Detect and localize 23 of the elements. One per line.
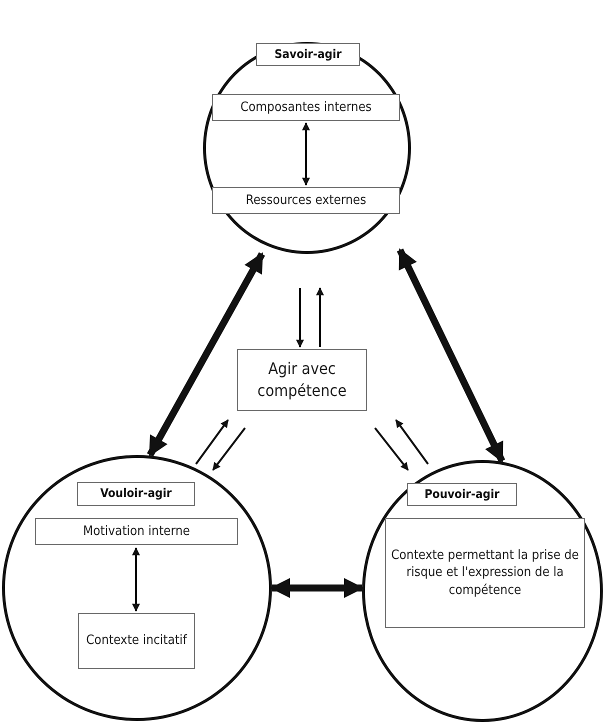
text-box: Ressources externes bbox=[212, 187, 400, 214]
heading-box: Vouloir-agir bbox=[77, 482, 195, 506]
arrow bbox=[302, 122, 310, 186]
heading-box: Pouvoir-agir bbox=[407, 483, 517, 506]
arrow bbox=[146, 252, 266, 457]
arrow bbox=[195, 419, 229, 465]
arrow bbox=[396, 248, 506, 463]
circle-group bbox=[362, 460, 603, 722]
text-box: Motivation interne bbox=[35, 518, 238, 545]
circle-group bbox=[203, 42, 411, 254]
text-box: Contexte permettant la prise de risque et l'expression de la compétence bbox=[385, 518, 585, 628]
arrow bbox=[316, 287, 324, 347]
arrow bbox=[296, 288, 304, 348]
arrow bbox=[395, 419, 429, 465]
text-box: Composantes internes bbox=[212, 94, 400, 121]
arrow bbox=[132, 547, 140, 612]
arrow bbox=[374, 427, 409, 471]
arrow bbox=[212, 427, 246, 471]
arrow bbox=[270, 578, 364, 598]
heading-box: Savoir-agir bbox=[256, 43, 360, 66]
text-box: Contexte incitatif bbox=[78, 613, 195, 669]
circle-group bbox=[2, 455, 272, 721]
text-box: Agir avec compétence bbox=[237, 349, 367, 411]
